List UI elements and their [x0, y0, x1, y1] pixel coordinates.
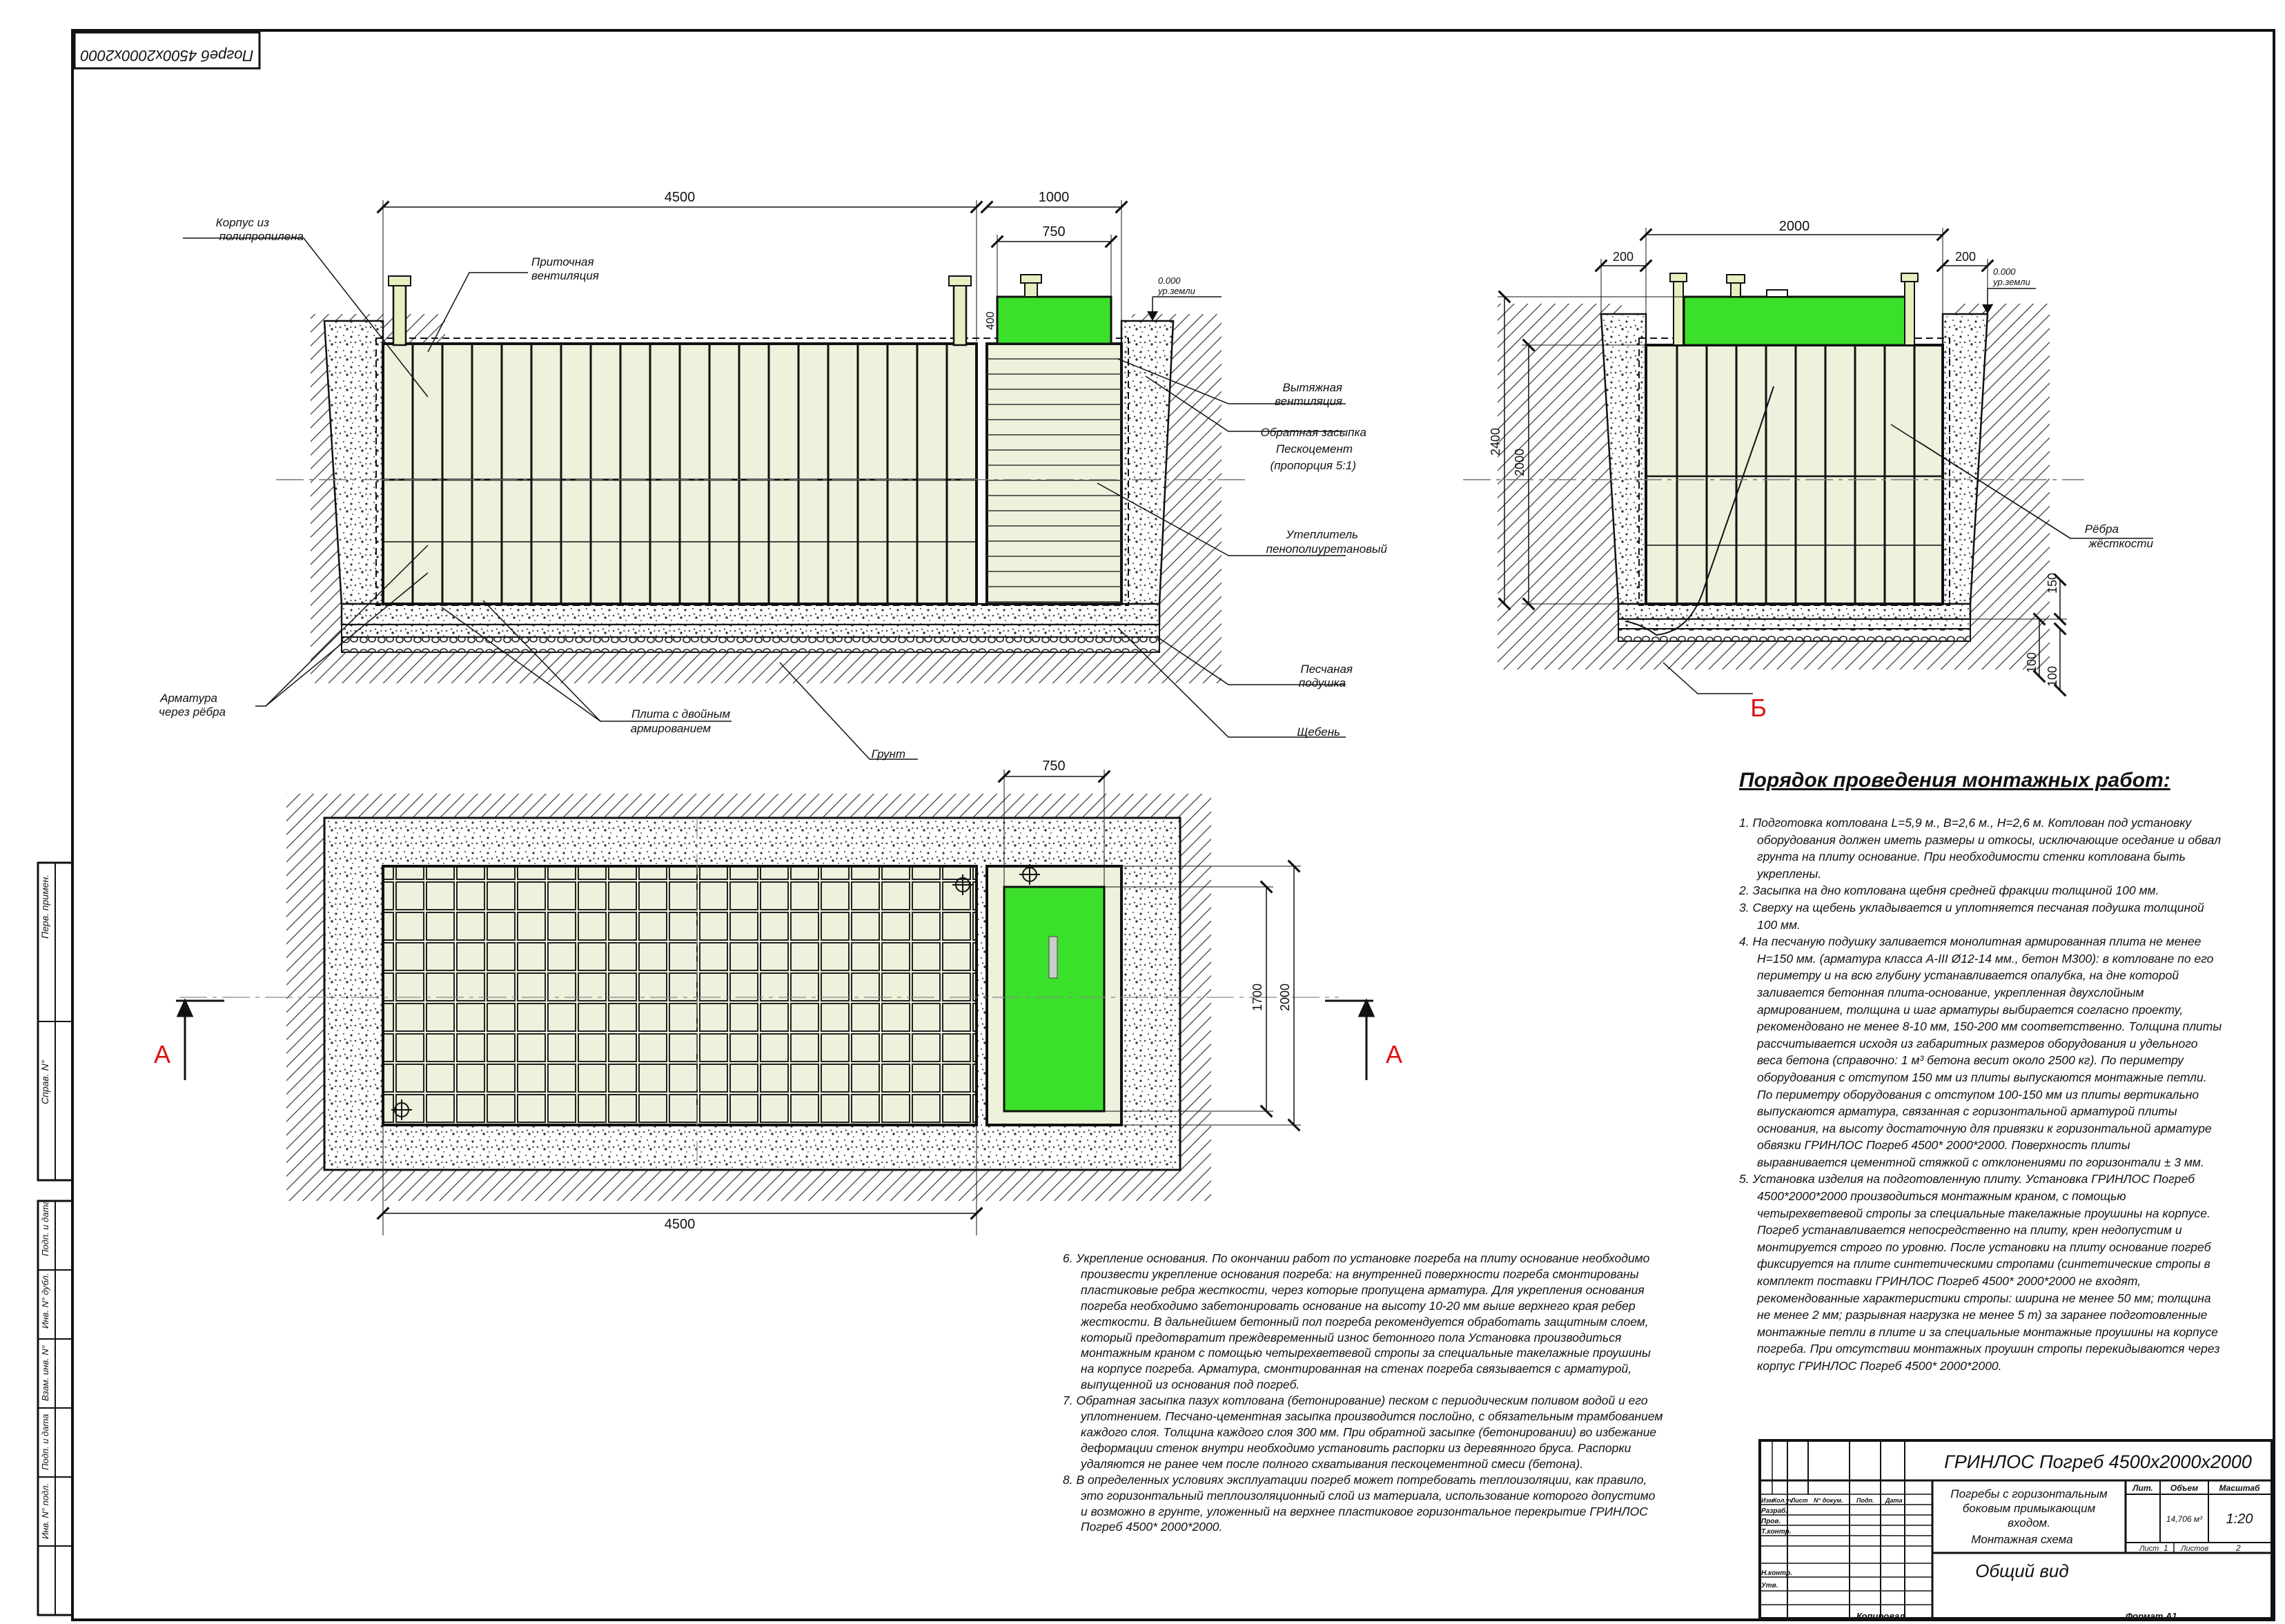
margin-stamp-6: Подп. и дата: [40, 1414, 50, 1470]
label-slab: Плита с двойным: [631, 707, 730, 721]
product-name: ГРИНЛОС Погреб 4500х2000х2000: [1944, 1451, 2252, 1472]
dim-100-sand: 100: [2025, 652, 2039, 673]
notes-left: 6. Укрепление основания. По окончании ра…: [1063, 1251, 1663, 1535]
dim-200-left: 200: [1613, 250, 1634, 264]
role-5: Н.контр.: [1761, 1569, 1792, 1577]
plan-dim-4500: 4500: [665, 1217, 696, 1232]
lit-label: Лит.: [2132, 1483, 2152, 1493]
plan-dim-750: 750: [1042, 759, 1065, 774]
sheet-number: 1: [2164, 1543, 2168, 1553]
stamp-code-text: Погреб 4500х2000х2000: [80, 47, 254, 64]
col-list: Лист: [1790, 1497, 1808, 1504]
note-1: 1. Подготовка котлована L=5,9 м., B=2,6 …: [1739, 816, 2222, 881]
notes-title: Порядок проведения монтажных работ:: [1739, 769, 2170, 792]
label-ribs-2: жёсткости: [2088, 537, 2154, 550]
section-a-marker-right: А: [1386, 1040, 1402, 1068]
label-exhaust-vent: Вытяжная: [1283, 381, 1343, 394]
label-soil: Грунт: [872, 747, 905, 761]
stamp-code: Погреб 4500х2000х2000: [73, 31, 261, 70]
role-1: Разраб.: [1761, 1507, 1787, 1515]
ground-level-b-label: ур.земли: [1992, 277, 2030, 287]
sheets-label: Листов: [2180, 1545, 2208, 1553]
format-label: Формат А1: [2126, 1611, 2177, 1621]
margin-stamps: Перв. примен. Справ. N° Подп. и дата Инв…: [37, 861, 74, 1616]
note-6: 6. Укрепление основания. По окончании ра…: [1063, 1251, 1651, 1392]
plan-dim-1700: 1700: [1251, 984, 1264, 1011]
label-supply-vent-2: вентиляция: [531, 269, 599, 282]
role-6: Утв.: [1761, 1582, 1778, 1589]
scale-value: 1:20: [2226, 1512, 2253, 1527]
dim-150: 150: [2046, 573, 2059, 594]
section-b-view: 0.000 ур.земли 2000 200 200 2000 2400 15…: [1463, 219, 2154, 722]
note-7: 7. Обратная засыпка пазух котлована (бет…: [1063, 1393, 1663, 1471]
col-sign: Подп.: [1856, 1497, 1874, 1504]
margin-stamp-5: Взам. инв. N°: [40, 1345, 50, 1401]
label-ribs: Рёбра: [2085, 522, 2119, 536]
note-2: 2. Засыпка на дно котлована щебня средне…: [1739, 883, 2159, 898]
description-1: Погребы с горизонтальным: [1950, 1487, 2108, 1500]
label-housing: Корпус из: [216, 216, 269, 229]
plan-dim-2000: 2000: [1278, 984, 1292, 1011]
margin-stamp-4: Инв. N° дубл.: [40, 1273, 50, 1329]
label-gravel: Щебень: [1297, 725, 1340, 738]
margin-stamp-3: Подп. и дата: [40, 1200, 50, 1256]
description-4: Монтажная схема: [1971, 1533, 2073, 1546]
sheet-name: Общий вид: [1975, 1561, 2069, 1581]
description-2: боковым примыкающим: [1963, 1502, 2096, 1515]
title-block-text: ГРИНЛОС Погреб 4500х2000х2000 Погребы с …: [1761, 1451, 2260, 1621]
dim-2400: 2400: [1489, 428, 1502, 456]
dim-height-2000: 2000: [1513, 449, 1527, 476]
margin-stamp-1: Перв. примен.: [39, 874, 50, 939]
label-backfill: Обратная засыпка: [1261, 426, 1366, 439]
sheets-count: 2: [2235, 1543, 2241, 1553]
sheet-label: Лист: [2139, 1545, 2159, 1553]
copied-label: Копировал: [1856, 1611, 1905, 1621]
margin-stamp-2: Справ. N°: [39, 1059, 50, 1104]
scale-label: Масштаб: [2219, 1483, 2261, 1493]
label-housing-2: полипропилена: [219, 230, 304, 243]
note-3: 3. Сверху на щебень укладывается и уплот…: [1739, 900, 2204, 932]
dim-100-gravel: 100: [2046, 666, 2059, 687]
dim-400: 400: [985, 311, 997, 330]
dim-750: 750: [1042, 224, 1065, 239]
col-kol: Кол.уч: [1773, 1497, 1794, 1504]
label-backfill-2: Пескоцемент: [1276, 442, 1353, 456]
volume-value: 14,706 м³: [2166, 1514, 2203, 1524]
col-date: Дата: [1885, 1497, 1903, 1504]
label-rebar-2: через рёбра: [159, 705, 226, 718]
label-rebar: Арматура: [159, 692, 217, 705]
section-a-view: 0.000 ур.земли 4500 1000 750 400: [159, 190, 1388, 761]
section-a-marker-left: А: [154, 1040, 170, 1068]
ground-level-b: 0.000: [1993, 266, 2016, 277]
label-slab-2: армированием: [631, 722, 712, 735]
note-5: 5. Установка изделия на подготовленную п…: [1739, 1172, 2220, 1373]
col-doc: N° докум.: [1814, 1497, 1843, 1504]
plan-view: 4500 750 1700 2000 А А: [154, 759, 1402, 1235]
dim-200-right: 200: [1955, 250, 1976, 264]
label-sand-cushion-2: подушка: [1299, 676, 1346, 689]
role-2: Пров.: [1761, 1518, 1781, 1525]
label-exhaust-vent-2: вентиляция: [1275, 395, 1342, 408]
dim-1000: 1000: [1039, 190, 1070, 205]
note-8: 8. В определенных условиях эксплуатации …: [1063, 1472, 1656, 1534]
margin-stamp-7: Инв. N° подл.: [40, 1483, 50, 1539]
label-insulation-2: пенополиуретановый: [1266, 542, 1388, 556]
dim-width-2000: 2000: [1779, 219, 1810, 234]
section-b-label: Б: [1750, 694, 1767, 722]
note-4: 4. На песчаную подушку заливается моноли…: [1739, 935, 2222, 1169]
description-3: входом.: [2008, 1516, 2050, 1529]
label-insulation: Утеплитель: [1286, 528, 1358, 541]
volume-label: Объем: [2170, 1483, 2198, 1493]
col-izm: Изм: [1761, 1497, 1774, 1504]
ground-level-a-label: ур.земли: [1157, 286, 1195, 296]
title-block: [1758, 1439, 2273, 1620]
label-supply-vent: Приточная: [531, 255, 594, 268]
label-backfill-3: (пропорция 5:1): [1271, 459, 1356, 472]
dim-length-4500: 4500: [665, 190, 696, 205]
notes-right: 1. Подготовка котлована L=5,9 м., B=2,6 …: [1739, 814, 2222, 1375]
role-3: Т.контр.: [1761, 1528, 1792, 1536]
ground-level-a: 0.000: [1158, 275, 1181, 286]
label-sand-cushion: Песчаная: [1300, 663, 1353, 676]
